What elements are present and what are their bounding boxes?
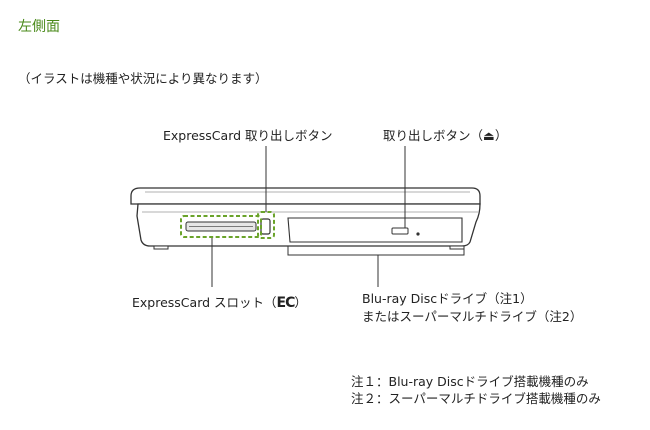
footnote-1: 注１：Blu-ray Discドライブ搭載機種のみ: [351, 374, 589, 389]
label-expresscard-slot-close: ）: [294, 295, 307, 310]
callout-optical-drive-bracket: [287, 246, 465, 256]
footnotes: 注１：Blu-ray Discドライブ搭載機種のみ 注２：スーパーマルチドライブ…: [351, 373, 601, 407]
label-expresscard-eject-button: ExpressCard 取り出しボタン: [163, 128, 333, 143]
eject-icon: ⏏: [483, 128, 495, 143]
label-expresscard-slot-text: ExpressCard スロット（: [132, 295, 277, 310]
page-title: 左側面: [18, 19, 60, 35]
highlight-expresscard-slot: [180, 215, 262, 238]
label-optical-drive: Blu-ray Discドライブ（注1） またはスーパーマルチドライブ（注2）: [362, 290, 582, 326]
expresscard-eject-button: [260, 218, 271, 235]
label-eject-button-close: ）: [494, 128, 508, 143]
label-eject-button-text: 取り出しボタン（: [383, 128, 484, 143]
label-expresscard-slot: ExpressCard スロット（EC）: [132, 292, 307, 311]
optical-drive-tray: [287, 217, 463, 243]
label-eject-button: 取り出しボタン（⏏）: [383, 125, 507, 144]
label-drive-line1: Blu-ray Discドライブ（注1）: [362, 291, 533, 306]
footnote-2: 注２：スーパーマルチドライブ搭載機種のみ: [351, 391, 601, 406]
laptop-lid: [130, 187, 481, 205]
label-drive-line2: またはスーパーマルチドライブ（注2）: [362, 309, 583, 324]
expresscard-logo-icon: EC: [276, 295, 296, 311]
optical-drive-eject-button: [391, 227, 409, 235]
optical-drive-indicator: [416, 232, 420, 236]
illustration-caption: （イラストは機種や状況により異なります）: [18, 71, 268, 86]
